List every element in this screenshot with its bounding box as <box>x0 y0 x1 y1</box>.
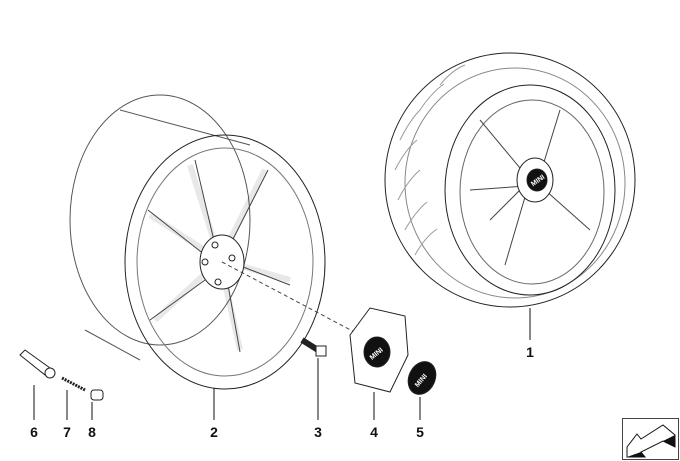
navigate-back-button[interactable] <box>622 418 679 460</box>
wheel-bolt[interactable] <box>300 337 327 357</box>
callout-8[interactable]: 8 <box>88 424 96 440</box>
callout-6[interactable]: 6 <box>30 424 38 440</box>
callout-5[interactable]: 5 <box>416 424 424 440</box>
callout-7[interactable]: 7 <box>63 424 71 440</box>
callout-2[interactable]: 2 <box>210 424 218 440</box>
hub-cap[interactable]: MINI <box>349 307 409 393</box>
emblem[interactable]: MINI <box>403 357 441 399</box>
valve-cap[interactable] <box>90 389 104 401</box>
callout-3[interactable]: 3 <box>314 424 322 440</box>
arrow-down-left-icon <box>626 424 676 458</box>
callout-4[interactable]: 4 <box>370 424 378 440</box>
complete-wheel[interactable]: MINI <box>384 52 636 308</box>
valve[interactable] <box>19 349 56 379</box>
leader-lines <box>33 308 531 420</box>
light-alloy-rim[interactable] <box>69 94 326 390</box>
callout-1[interactable]: 1 <box>526 344 534 360</box>
valve-core[interactable] <box>61 376 86 392</box>
